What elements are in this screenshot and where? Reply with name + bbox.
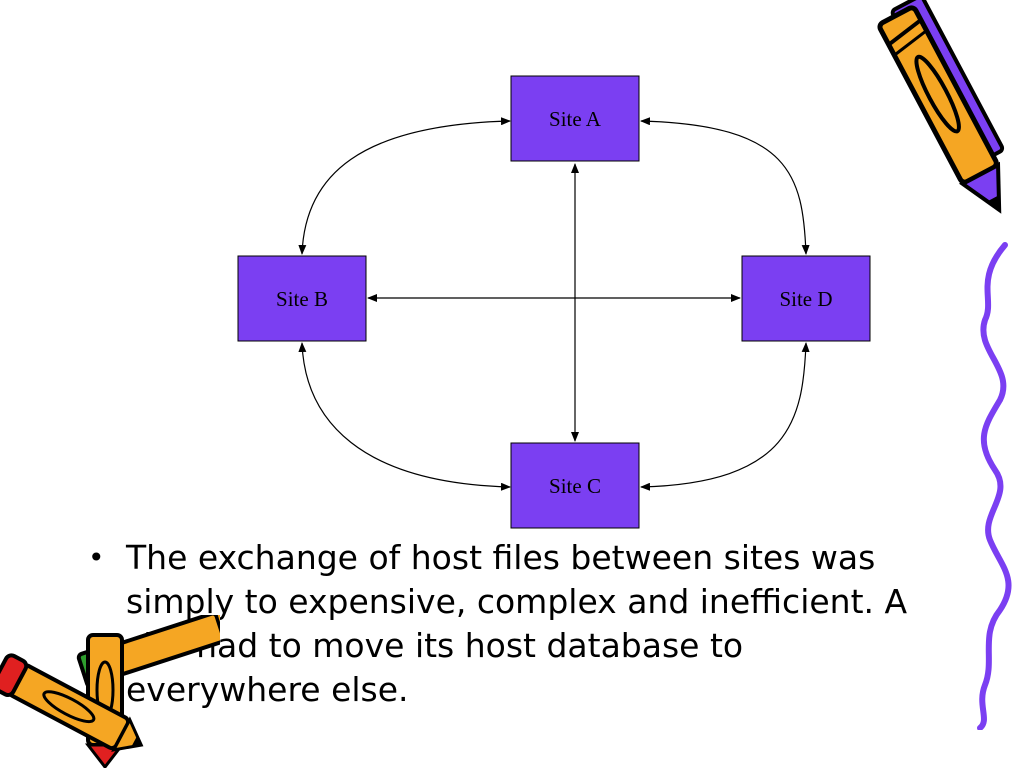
site-node-a: Site A [510,75,640,162]
connector-a-d [640,117,810,255]
connector-a-b [298,117,511,255]
site-label-c: Site C [549,474,601,498]
site-label-b: Site B [276,287,328,311]
bullet-marker: • [88,541,105,574]
squiggle-line-right [977,242,1012,730]
site-node-b: Site B [237,255,367,342]
pencil-clipart-top-right [877,0,1005,214]
site-label-d: Site D [779,287,832,311]
site-node-d: Site D [741,255,871,342]
bullet-text: The exchange of host files between sites… [126,538,908,709]
pencil-clipart-bottom-left [0,615,220,768]
bullet-list: • The exchange of host files between sit… [88,536,918,712]
site-node-c: Site C [510,442,640,529]
connectors [298,117,810,491]
connector-d-c [640,342,810,491]
site-label-a: Site A [549,107,602,131]
connector-b-c [298,342,511,491]
